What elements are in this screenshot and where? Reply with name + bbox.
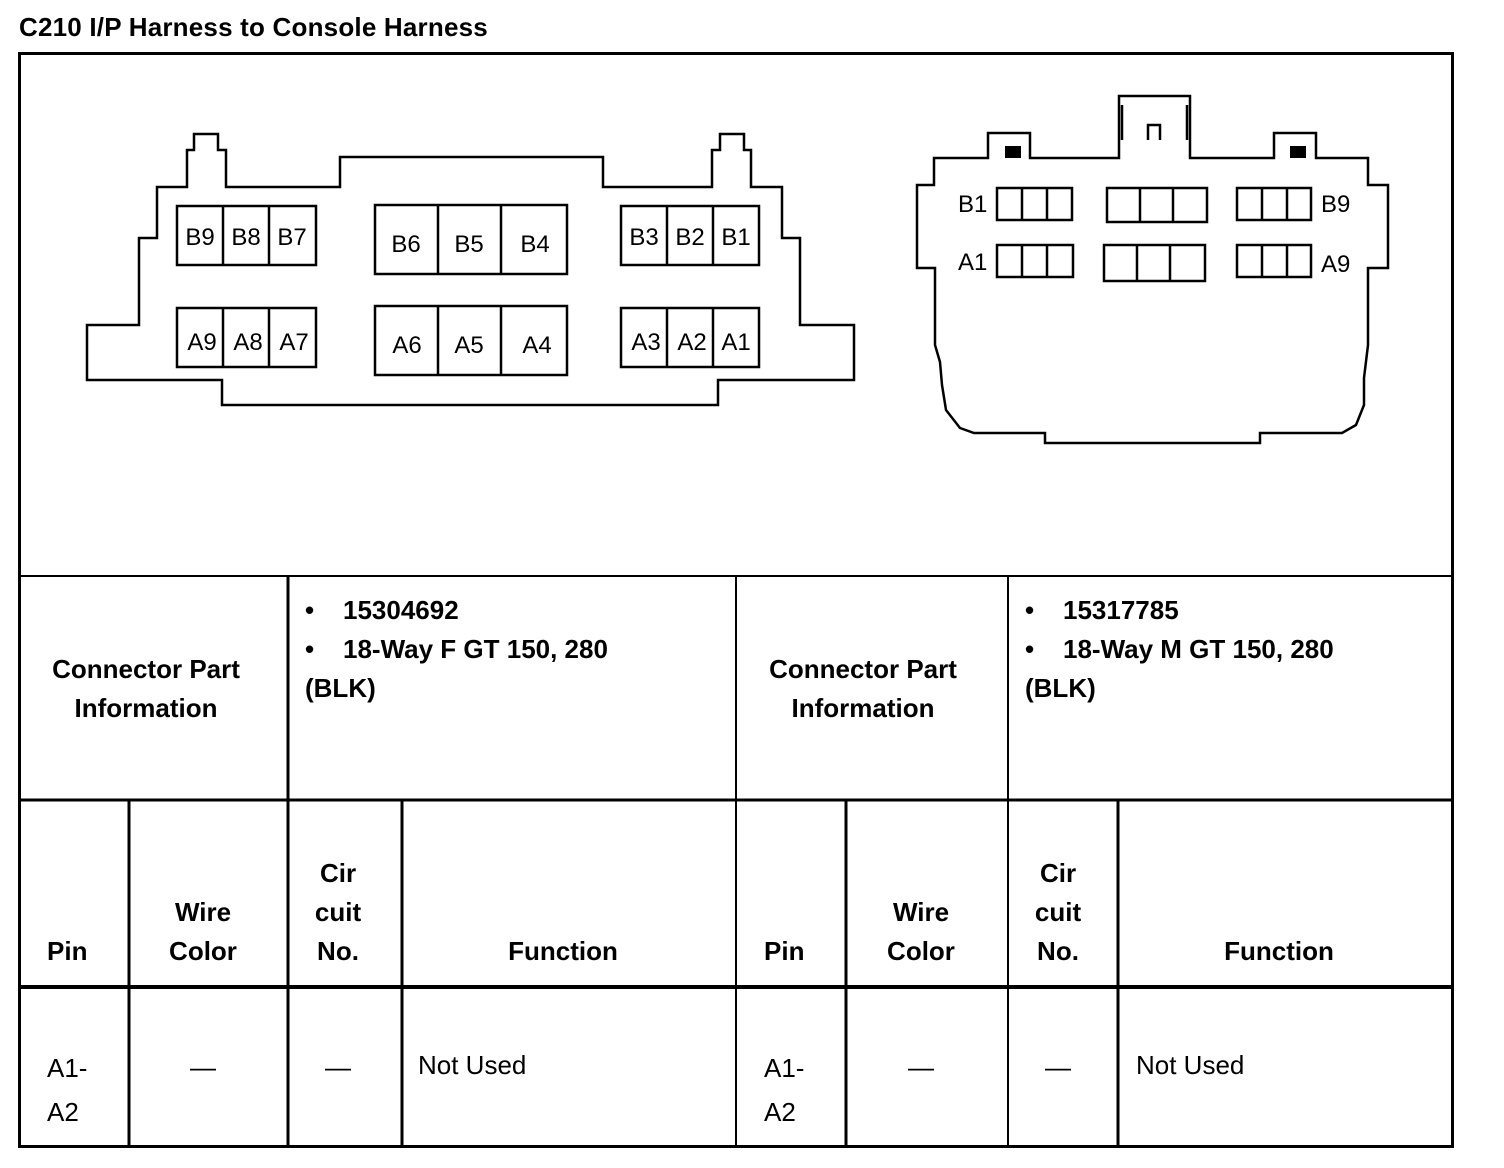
part-description-left: 18-Way F GT 150, 280 bbox=[343, 634, 608, 664]
part-info-header-right-line2: Information bbox=[791, 693, 935, 723]
column-header-wire-color: Wire Color bbox=[169, 897, 237, 966]
male-connector-diagram bbox=[915, 94, 1390, 445]
pin-label-b8: B8 bbox=[231, 224, 260, 251]
wire-color-cell: — bbox=[190, 1052, 216, 1082]
column-header-wire-color-right: Wire Color bbox=[887, 897, 955, 966]
bullet-icon: • bbox=[305, 595, 315, 625]
column-header-function-right: Function bbox=[1224, 936, 1334, 966]
pin-label-b4: B4 bbox=[520, 231, 549, 258]
column-header-pin: Pin bbox=[47, 936, 88, 966]
pin-label-a3: A3 bbox=[631, 329, 660, 356]
pin-label-a7: A7 bbox=[279, 329, 308, 356]
pin-label-b3: B3 bbox=[629, 224, 658, 251]
pin-label-a1: A1 bbox=[721, 329, 750, 356]
pin-label-a8: A8 bbox=[233, 329, 262, 356]
part-description-right: 18-Way M GT 150, 280 bbox=[1063, 634, 1334, 664]
part-info-header-right: Connector Part Information bbox=[737, 650, 989, 728]
part-info-header-left: Connector Part Information bbox=[21, 650, 271, 728]
part-info-header-right-line1: Connector Part bbox=[769, 654, 957, 684]
part-info-header-left-line2: Information bbox=[74, 693, 218, 723]
part-color-right: (BLK) bbox=[1025, 673, 1096, 703]
pin-label-a6: A6 bbox=[392, 332, 421, 359]
pin-cell-right: A1- A2 bbox=[764, 1053, 805, 1127]
male-pin-label-b9: B9 bbox=[1321, 191, 1350, 218]
pin-cell: A1- A2 bbox=[47, 1053, 88, 1127]
pin-label-b6: B6 bbox=[391, 231, 420, 258]
pin-label-b9: B9 bbox=[185, 224, 214, 251]
pin-label-a9: A9 bbox=[187, 329, 216, 356]
part-number-right: 15317785 bbox=[1063, 595, 1179, 625]
pin-label-b7: B7 bbox=[277, 224, 306, 251]
pin-label-b1: B1 bbox=[721, 224, 750, 251]
pin-label-a5: A5 bbox=[454, 332, 483, 359]
bullet-icon: • bbox=[1025, 634, 1035, 664]
circuit-cell: — bbox=[325, 1052, 351, 1082]
function-cell-right: Not Used bbox=[1136, 1050, 1245, 1080]
male-pin-label-b1: B1 bbox=[958, 191, 987, 218]
column-header-circuit-no-right: Cir cuit No. bbox=[1034, 858, 1082, 966]
pin-label-b5: B5 bbox=[454, 231, 483, 258]
part-info-header-left-line1: Connector Part bbox=[52, 654, 240, 684]
pin-label-b2: B2 bbox=[675, 224, 704, 251]
wire-color-cell-right: — bbox=[908, 1052, 934, 1082]
bullet-icon: • bbox=[305, 634, 315, 664]
male-pin-label-a1: A1 bbox=[958, 249, 987, 276]
bullet-icon: • bbox=[1025, 595, 1035, 625]
part-number-left: 15304692 bbox=[343, 595, 459, 625]
document-title: C210 I/P Harness to Console Harness bbox=[19, 12, 488, 42]
column-header-pin-right: Pin bbox=[764, 936, 805, 966]
column-header-function: Function bbox=[508, 936, 618, 966]
circuit-cell-right: — bbox=[1045, 1052, 1071, 1082]
pin-label-a4: A4 bbox=[522, 332, 551, 359]
column-header-circuit-no: Cir cuit No. bbox=[314, 858, 362, 966]
female-connector-diagram bbox=[85, 132, 856, 407]
part-color-left: (BLK) bbox=[305, 673, 376, 703]
function-cell: Not Used bbox=[418, 1050, 527, 1080]
pin-label-a2: A2 bbox=[677, 329, 706, 356]
male-pin-label-a9: A9 bbox=[1321, 251, 1350, 278]
